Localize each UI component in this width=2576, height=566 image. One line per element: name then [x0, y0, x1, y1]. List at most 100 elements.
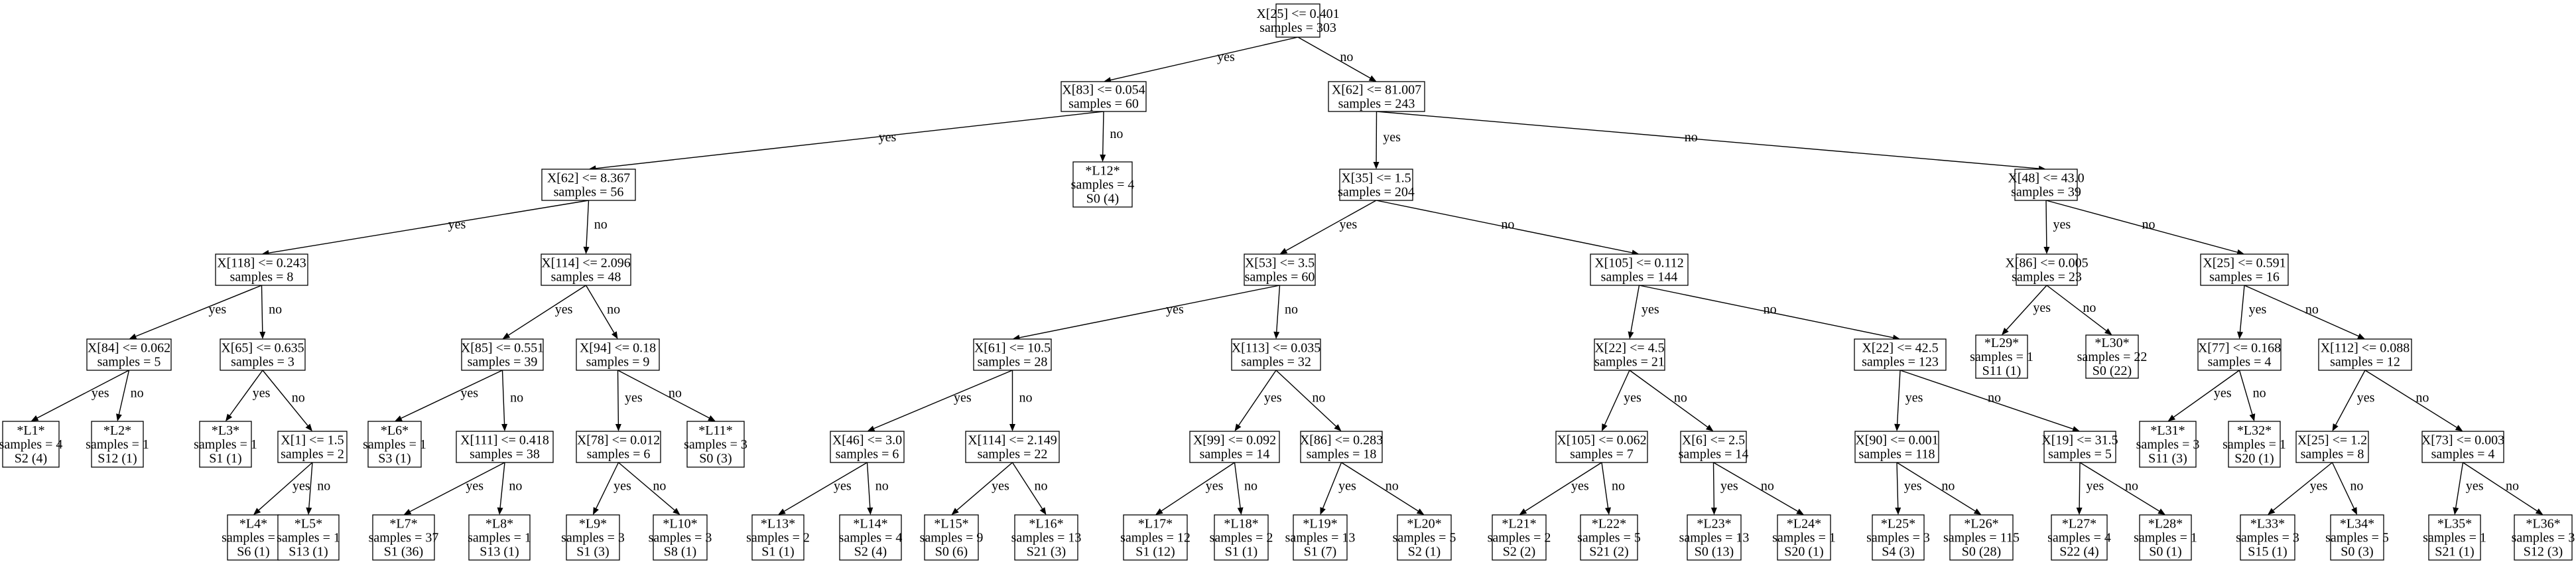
node-line: S1 (1) — [761, 545, 794, 559]
node-line: samples = 4 — [2431, 447, 2495, 462]
edge-n8-n16: no — [585, 285, 620, 339]
node-line: S21 (3) — [1027, 545, 1066, 559]
leaf-node-l20: *L20*samples = 5S2 (1) — [1393, 514, 1456, 561]
node-line: samples = 3 — [561, 531, 625, 545]
node-line: samples = 115 — [1943, 531, 2020, 545]
node-title: X[25] <= 0.401 — [1256, 7, 1339, 21]
arrowhead — [2167, 414, 2176, 421]
arrowhead — [615, 423, 621, 431]
arrowhead — [2357, 333, 2365, 339]
edge-line — [1019, 285, 1280, 338]
edge-label-no: no — [2305, 302, 2319, 317]
arrowhead — [395, 415, 403, 421]
edge-label-yes: yes — [2310, 479, 2328, 494]
edge-label-no: no — [292, 390, 305, 405]
edge-line — [2173, 370, 2240, 418]
node-title: *L16* — [1029, 517, 1063, 531]
arrowhead — [305, 423, 312, 431]
node-title: *L24* — [1787, 517, 1821, 531]
node-box — [199, 421, 252, 468]
node-line: samples = 28 — [978, 355, 1048, 370]
node-line: samples = 1 — [363, 437, 426, 452]
node-line: S0 (1) — [2149, 545, 2181, 559]
node-title: X[114] <= 2.149 — [968, 433, 1057, 448]
node-line: samples = 12 — [1120, 531, 1191, 545]
edge-line — [2335, 370, 2366, 425]
edge-n6-n11: yes — [2043, 200, 2071, 254]
arrowhead — [593, 507, 599, 515]
edge-n14-n27: yes — [225, 370, 271, 421]
edge-line — [617, 370, 710, 419]
edge-label-no: no — [875, 479, 889, 494]
node-line: S13 (1) — [480, 545, 519, 559]
node-box — [456, 431, 554, 463]
node-box — [220, 338, 306, 371]
leaf-node-l34: *L34*samples = 5S0 (3) — [2325, 514, 2389, 561]
node-line: S12 (3) — [2524, 545, 2563, 559]
arrowhead — [1710, 507, 1717, 515]
node-line: samples = 4 — [2208, 355, 2272, 370]
node-line: S0 (13) — [1695, 545, 1734, 559]
arrowhead — [2268, 508, 2276, 515]
node-title: *L35* — [2437, 517, 2472, 531]
edge-n13-n25: yes — [31, 370, 129, 421]
arrowhead — [1234, 423, 1242, 431]
node-line: S6 (1) — [237, 545, 269, 559]
node-title: X[84] <= 0.062 — [88, 341, 170, 356]
edge-label-yes: yes — [1166, 302, 1184, 317]
edge-line — [262, 370, 308, 426]
edge-label-yes: yes — [460, 386, 478, 401]
edge-n40-n66: no — [2079, 462, 2165, 515]
node-title: X[105] <= 0.062 — [1557, 433, 1646, 448]
node-line: samples = 5 — [2325, 531, 2389, 545]
edge-line — [261, 285, 263, 332]
node-line: samples = 5 — [1577, 531, 1641, 545]
node-box — [1594, 338, 1665, 371]
node-line: samples = 13 — [1679, 531, 1750, 545]
node-box — [1975, 334, 2028, 379]
edge-n33-n51: yes — [778, 462, 868, 515]
arrowhead — [1416, 508, 1425, 515]
leaf-node-l11: *L11*samples = 3S0 (3) — [684, 421, 747, 468]
node-box — [1590, 253, 1689, 286]
node-line: samples = 303 — [1259, 21, 1336, 35]
edge-line — [135, 285, 262, 337]
edge-line — [2045, 200, 2047, 248]
node-line: samples = 21 — [1594, 355, 1665, 370]
node-line: S4 (3) — [1882, 545, 1914, 559]
leaf-node-l6: *L6*samples = 1S3 (1) — [363, 421, 426, 468]
node-line: S1 (3) — [576, 545, 609, 559]
arrowhead — [2072, 426, 2080, 432]
node-title: *L36* — [2526, 517, 2560, 531]
edge-line — [2244, 285, 2359, 337]
node-title: *L27* — [2062, 517, 2096, 531]
edge-label-no: no — [317, 479, 330, 494]
node-box — [2051, 514, 2108, 561]
edge-line — [269, 200, 589, 253]
edge-n17-n34: no — [1009, 370, 1033, 431]
node-line: S13 (1) — [289, 545, 328, 559]
node-box — [686, 421, 745, 468]
edge-label-no: no — [669, 386, 682, 401]
edge-line — [229, 370, 263, 416]
arrowhead — [1796, 508, 1804, 515]
arrowhead — [129, 333, 137, 340]
edge-label-yes: yes — [292, 479, 310, 494]
node-box — [1397, 514, 1452, 561]
node-line: samples = 2 — [1210, 531, 1273, 545]
node-box — [2197, 338, 2282, 371]
node-line: samples = 23 — [2012, 270, 2082, 285]
node-box — [2139, 421, 2197, 468]
node-line: samples = 8 — [2301, 447, 2364, 462]
node-line: samples = 13 — [1011, 531, 1082, 545]
node-line: samples = 22 — [978, 447, 1048, 462]
